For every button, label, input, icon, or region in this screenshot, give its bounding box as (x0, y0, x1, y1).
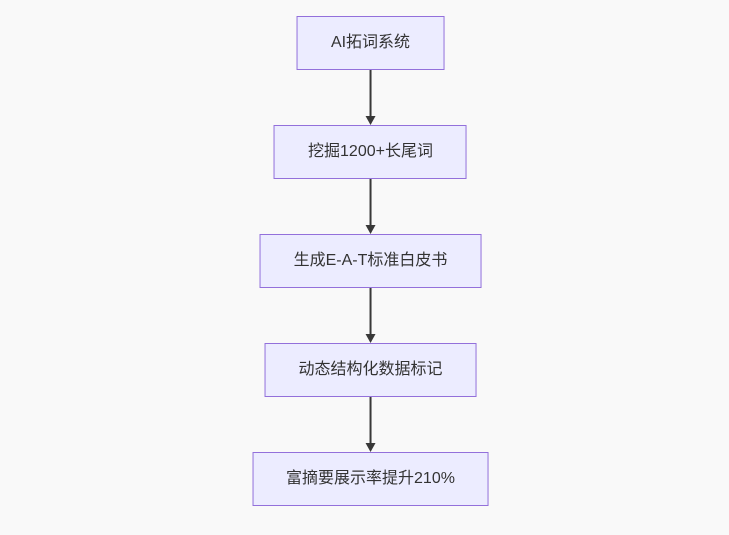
flow-arrow (365, 397, 376, 452)
flow-node-label: AI拓词系统 (330, 34, 411, 52)
arrow-line (369, 70, 372, 116)
flow-node-label: 富摘要展示率提升210% (286, 470, 455, 488)
arrow-line (369, 397, 372, 443)
flow-arrow (365, 70, 376, 125)
flow-node: AI拓词系统 (296, 16, 445, 70)
flow-arrow (365, 288, 376, 343)
flow-node-label: 生成E-A-T标准白皮书 (293, 252, 448, 270)
flow-node-label: 动态结构化数据标记 (298, 361, 443, 379)
arrowhead-down-icon (365, 443, 376, 452)
arrow-line (369, 179, 372, 225)
flow-node: 挖掘1200+长尾词 (274, 125, 467, 179)
arrow-line (369, 288, 372, 334)
flowchart-column: AI拓词系统 挖掘1200+长尾词 生成E-A-T标准白皮书 动态结构化数据标记 (252, 16, 489, 506)
arrowhead-down-icon (365, 334, 376, 343)
flow-node: 动态结构化数据标记 (264, 343, 477, 397)
flow-node-label: 挖掘1200+长尾词 (308, 143, 433, 161)
flow-node: 生成E-A-T标准白皮书 (259, 234, 482, 288)
arrowhead-down-icon (365, 225, 376, 234)
arrowhead-down-icon (365, 116, 376, 125)
flow-arrow (365, 179, 376, 234)
flow-node: 富摘要展示率提升210% (252, 452, 489, 506)
